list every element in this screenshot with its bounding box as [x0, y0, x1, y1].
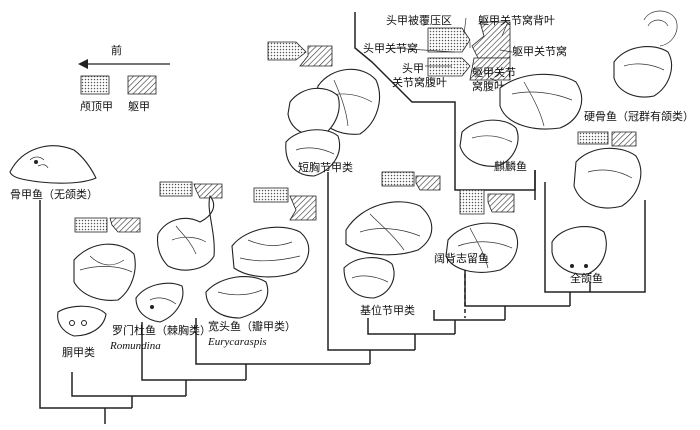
eurycaraspis-latin-label: Eurycaraspis: [207, 336, 267, 348]
osteichthyes-label: 硬骨鱼（冠群有颌类）: [584, 109, 694, 123]
trunk-armor-label: 躯甲: [128, 100, 150, 113]
node-9: [544, 182, 646, 306]
antiarchi-label: 胴甲类: [62, 345, 95, 359]
head-joint-ventral-lobe-label-1: 头甲: [402, 62, 424, 75]
joint-icon-basal-arthrodira: [381, 171, 441, 191]
joint-icon-osteichthyes: [577, 131, 637, 147]
brachythoraci-sketch: [285, 68, 380, 177]
taxon-labels: 骨甲鱼（无颌类） 胴甲类 罗门杜鱼（棘胸类） Romundina 宽头鱼（瓣甲类…: [10, 109, 694, 359]
joint-leader-lines: [391, 17, 513, 83]
trunk-joint-ventral-lobe-label-2: 窝腹叶: [472, 79, 505, 93]
front-arrow-head: [78, 59, 88, 69]
legend: 前 颅顶甲 躯甲: [78, 43, 170, 113]
osteostraci-label: 骨甲鱼（无颌类）: [10, 187, 98, 201]
node-2: [71, 372, 186, 408]
osteichthyes-sketch: [613, 10, 678, 98]
fish-sketches: [9, 10, 678, 337]
joint-icon-romundina: [159, 181, 223, 199]
trunk-joint-ventral-lobe-label-1: 躯甲关节: [472, 65, 516, 79]
node-3: [141, 322, 246, 396]
joint-skull-roof-upper: [427, 27, 471, 53]
quanyu-sketch: [551, 147, 642, 275]
front-label: 前: [111, 43, 122, 57]
trunk-joint-dorsal-lobe-label: 躯甲关节窝背叶: [478, 13, 555, 27]
entelognathus-label: 阔背志留鱼: [434, 251, 489, 265]
node-8: [464, 240, 570, 320]
romundina-latin-label: Romundina: [109, 340, 161, 352]
node-root: [39, 398, 132, 409]
node-7: [433, 310, 505, 334]
brachythoraci-label: 短胸节甲类: [298, 160, 353, 174]
node-5: [327, 172, 415, 364]
joint-trunk-upper: [471, 21, 511, 59]
skull-roof-label: 颅顶甲: [80, 100, 113, 113]
basal-arthrodira-label: 基位节甲类: [360, 303, 415, 317]
osteostraci-sketch: [9, 145, 97, 184]
entelognathus-sketch: [445, 73, 583, 273]
qilinyu-sketch: [459, 119, 519, 167]
bracket-line: [354, 12, 536, 191]
romundina-sketch: [135, 195, 215, 323]
trunk-joint-socket-label: 躯甲关节窝: [512, 44, 567, 58]
head-joint-socket-label: 头甲关节窝: [363, 41, 418, 55]
node-4: [195, 318, 370, 380]
trunk-armor-swatch: [127, 75, 157, 95]
joint-icon-antiarchi: [74, 217, 141, 233]
quanyu-label: 全颌鱼: [570, 271, 603, 285]
joint-skull-roof-lower: [427, 57, 471, 77]
qilinyu-label: 麒麟鱼: [494, 159, 527, 173]
head-joint-ventral-lobe-label-2: 关节窝腹叶: [392, 75, 447, 89]
cladogram-tree: [39, 12, 646, 424]
skull-roof-swatch: [80, 75, 110, 95]
node-6: [367, 318, 455, 350]
joint-diagram: 头甲被覆压区 躯甲关节窝背叶 头甲关节窝 躯甲关节窝 头甲 关节窝腹叶 躯甲关节…: [363, 13, 567, 93]
eurycaraspis-label: 宽头鱼（瓣甲类）: [208, 319, 296, 333]
joint-icons: [74, 41, 637, 233]
basal-arthrodira-sketch: [343, 201, 433, 299]
joint-icon-eurycaraspis: [253, 187, 317, 221]
joint-icon-brachythoraci: [267, 41, 333, 67]
joint-icon-entelognathus: [459, 189, 515, 215]
eurycaraspis-sketch: [205, 226, 310, 319]
joint-trunk-lower: [469, 57, 511, 81]
romundina-label: 罗门杜鱼（棘胸类）: [112, 323, 211, 337]
antiarchi-sketch: [57, 243, 136, 337]
overlap-area-label: 头甲被覆压区: [386, 14, 452, 27]
